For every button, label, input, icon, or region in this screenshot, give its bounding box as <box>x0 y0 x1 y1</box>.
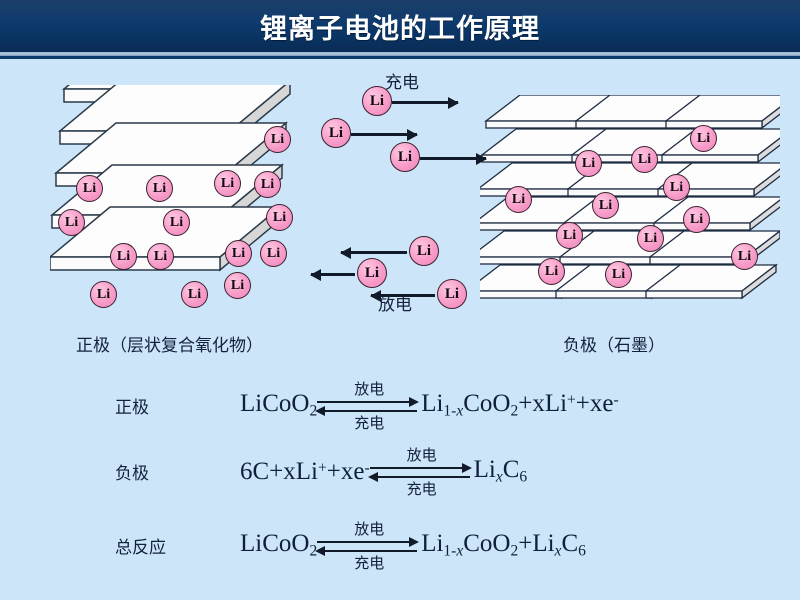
lithium-ion-charging: Li <box>362 86 392 116</box>
graphite-plate-front <box>661 154 759 163</box>
graphite-plate-front <box>480 290 563 299</box>
reverse-arrow <box>317 410 418 413</box>
equation-label: 正极 <box>115 397 149 418</box>
cathode-slab-stack <box>50 85 291 272</box>
graphite-plate <box>664 95 780 130</box>
banner-underline-dark <box>0 56 800 59</box>
discharge-direction-label: 放电 <box>354 520 385 538</box>
banner-sheen <box>0 0 800 26</box>
graphite-plate-front <box>657 188 755 197</box>
lithium-ion-cathode: Li <box>58 209 85 236</box>
lithium-ion-anode: Li <box>663 174 690 201</box>
lithium-ion-anode: Li <box>683 206 710 233</box>
forward-arrow <box>317 401 418 404</box>
lithium-ion-anode: Li <box>637 225 664 252</box>
equation-left-side: 6C+xLi++xe- <box>240 457 370 485</box>
graphite-plate-front <box>481 154 579 163</box>
equation-left-side: LiCoO2 <box>240 390 318 420</box>
lithium-ion-anode: Li <box>690 125 717 152</box>
lithium-ion-discharging: Li <box>409 236 439 266</box>
equation-label: 总反应 <box>115 537 166 558</box>
charge-label: 充电 <box>385 73 419 93</box>
lithium-ion-discharging: Li <box>357 258 387 288</box>
charge-flow-arrow <box>420 157 486 160</box>
charge-flow-arrow <box>392 101 458 104</box>
reverse-arrow <box>369 476 470 479</box>
lithium-ion-anode: Li <box>631 146 658 173</box>
lithium-ion-cathode: Li <box>225 240 252 267</box>
lithium-ion-cathode: Li <box>147 243 174 270</box>
cathode-caption: 正极（层状复合氧化物） <box>76 336 263 356</box>
lithium-ion-cathode: Li <box>146 175 173 202</box>
equilibrium-arrow: 放电充电 <box>317 520 421 572</box>
equation-right-side: Li1-xCoO2+LixC6 <box>421 530 586 560</box>
lithium-ion-discharging: Li <box>437 279 467 309</box>
equation-left-side: LiCoO2 <box>240 530 318 560</box>
lithium-ion-anode: Li <box>575 150 602 177</box>
graphite-plate <box>644 263 778 300</box>
equilibrium-arrow: 放电充电 <box>317 380 421 432</box>
graphite-plate-front <box>575 120 673 129</box>
discharge-direction-label: 放电 <box>406 446 437 464</box>
discharge-flow-arrow <box>371 294 435 297</box>
title-banner: 锂离子电池的工作原理 <box>0 0 800 52</box>
graphite-plate-front <box>559 256 657 265</box>
graphite-plate-front <box>555 290 653 299</box>
discharge-flow-arrow <box>311 273 355 276</box>
lithium-ion-anode: Li <box>505 186 532 213</box>
lithium-ion-charging: Li <box>390 142 420 172</box>
lithium-ion-cathode: Li <box>181 281 208 308</box>
lithium-ion-charging: Li <box>321 118 351 148</box>
lithium-ion-cathode: Li <box>214 170 241 197</box>
page-title: 锂离子电池的工作原理 <box>260 13 540 45</box>
banner-underline <box>0 52 800 56</box>
lithium-ion-cathode: Li <box>266 204 293 231</box>
charge-direction-label: 充电 <box>354 554 385 572</box>
equation-right-side: Li1-xCoO2+xLi++xe- <box>421 390 619 420</box>
charge-flow-arrow <box>351 133 417 136</box>
graphite-plate-front <box>485 120 583 129</box>
discharge-direction-label: 放电 <box>354 380 385 398</box>
charge-direction-label: 充电 <box>354 414 385 432</box>
graphite-plate-front <box>567 188 665 197</box>
charge-direction-label: 充电 <box>406 480 437 498</box>
lithium-ion-cathode: Li <box>260 240 287 267</box>
lithium-ion-cathode: Li <box>254 171 281 198</box>
forward-arrow <box>317 541 418 544</box>
lithium-ion-anode: Li <box>605 261 632 288</box>
lithium-ion-cathode: Li <box>224 272 251 299</box>
graphite-plate-front <box>645 290 743 299</box>
lithium-ion-cathode: Li <box>76 175 103 202</box>
lithium-ion-anode: Li <box>592 192 619 219</box>
lithium-ion-anode: Li <box>731 243 758 270</box>
graphite-plate-front <box>665 120 763 129</box>
anode-caption: 负极（石墨） <box>563 336 665 356</box>
equilibrium-arrow: 放电充电 <box>369 446 474 498</box>
lithium-ion-anode: Li <box>556 222 583 249</box>
lithium-ion-cathode: Li <box>163 209 190 236</box>
lithium-ion-cathode: Li <box>110 243 137 270</box>
reverse-arrow <box>317 550 418 553</box>
anode-graphite-diagram <box>480 95 780 300</box>
forward-arrow <box>369 467 470 470</box>
equation-right-side: LixC6 <box>473 456 528 486</box>
lithium-ion-cathode: Li <box>90 281 117 308</box>
discharge-flow-arrow <box>341 251 407 254</box>
lithium-ion-cathode: Li <box>264 126 291 153</box>
discharge-label: 放电 <box>378 295 412 315</box>
oxide-slab <box>50 205 283 272</box>
lithium-ion-anode: Li <box>538 258 565 285</box>
equation-label: 负极 <box>115 463 149 484</box>
